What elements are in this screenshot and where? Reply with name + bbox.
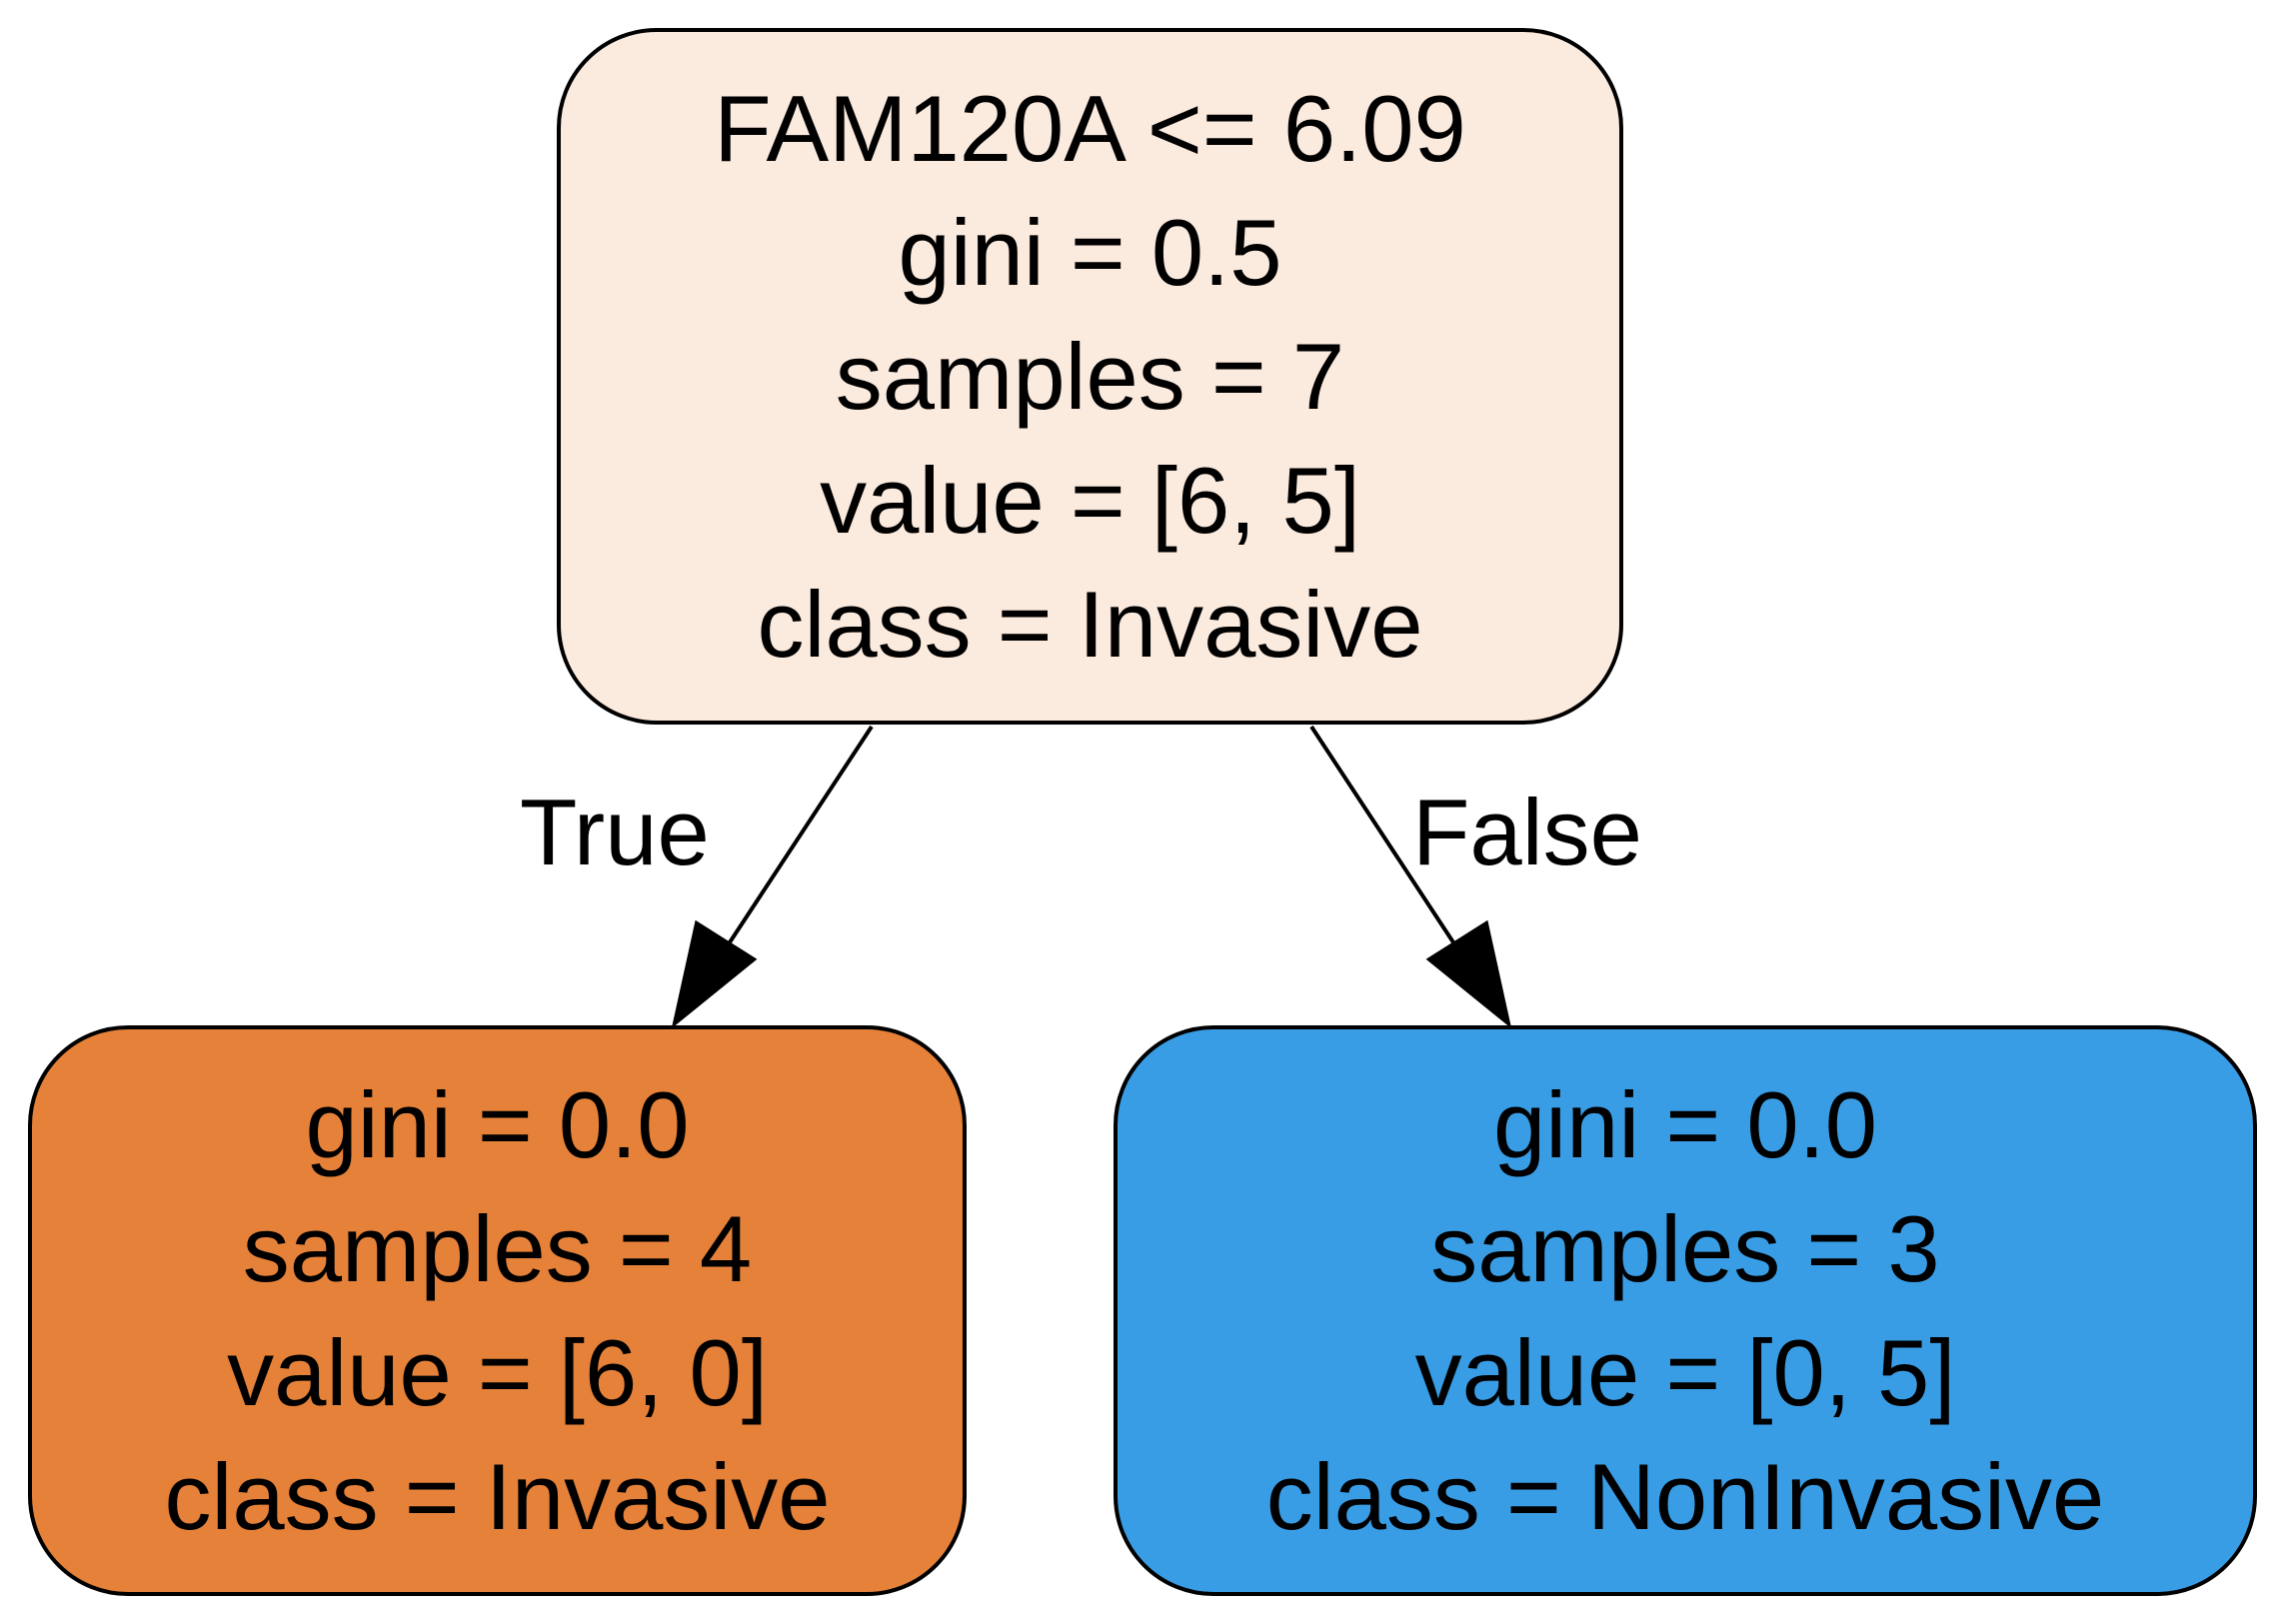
edge-label-true: True <box>520 780 710 884</box>
right-leaf-gini: gini = 0.0 <box>1492 1071 1878 1177</box>
root-class: class = Invasive <box>757 571 1423 677</box>
edge-false <box>1309 725 1512 1029</box>
edge-true-line <box>728 725 874 944</box>
left-leaf-samples: samples = 4 <box>242 1195 753 1301</box>
edge-true <box>671 725 874 1029</box>
edge-label-false: False <box>1412 780 1642 884</box>
root-samples: samples = 7 <box>835 323 1345 429</box>
root-condition: FAM120A <= 6.09 <box>714 75 1466 181</box>
left-leaf-node: gini = 0.0 samples = 4 value = [6, 0] cl… <box>28 1025 967 1596</box>
left-leaf-value: value = [6, 0] <box>227 1319 768 1425</box>
edge-false-arrowhead <box>1425 919 1512 1029</box>
right-leaf-node: gini = 0.0 samples = 3 value = [0, 5] cl… <box>1114 1025 2257 1596</box>
left-leaf-gini: gini = 0.0 <box>305 1071 690 1177</box>
root-value: value = [6, 5] <box>820 447 1360 553</box>
edge-true-arrowhead <box>671 919 758 1029</box>
right-leaf-samples: samples = 3 <box>1430 1195 1940 1301</box>
right-leaf-value: value = [0, 5] <box>1414 1319 1956 1425</box>
root-gini: gini = 0.5 <box>898 199 1282 305</box>
root-node: FAM120A <= 6.09 gini = 0.5 samples = 7 v… <box>557 28 1623 725</box>
right-leaf-class: class = NonInvasive <box>1265 1443 2105 1549</box>
left-leaf-class: class = Invasive <box>164 1443 831 1549</box>
edge-false-line <box>1309 725 1455 944</box>
